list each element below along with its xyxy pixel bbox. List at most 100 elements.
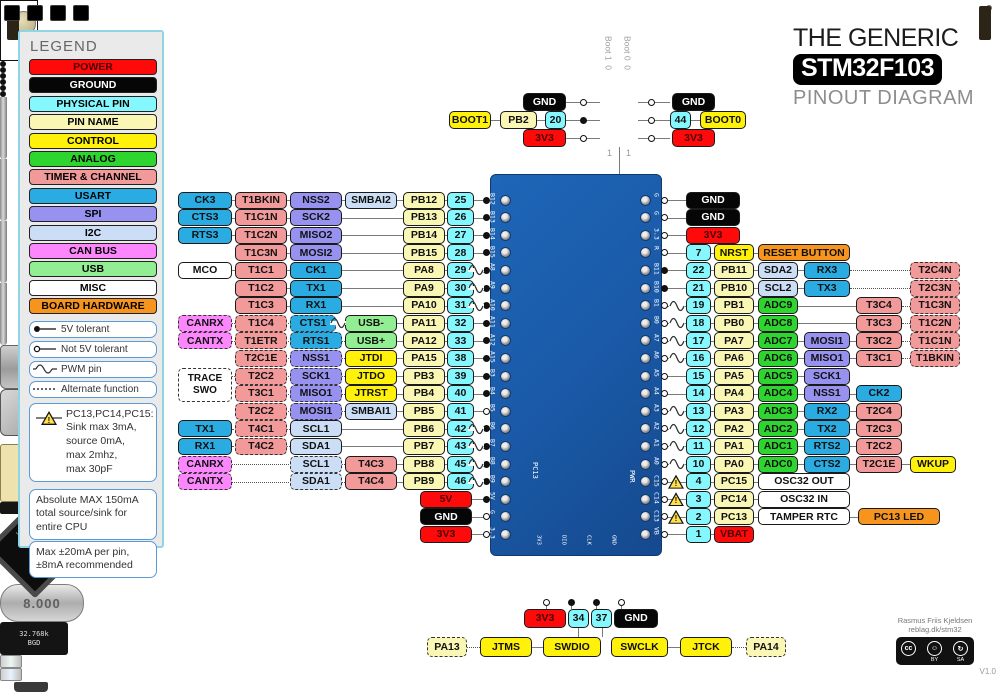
pin-hole <box>499 264 511 276</box>
not-5v-tolerant-dot <box>660 513 668 521</box>
wire <box>578 628 579 637</box>
silk-label: B11 <box>652 263 661 276</box>
not-5v-tolerant-dot <box>660 390 668 398</box>
box-boot0: BOOT0 <box>700 111 746 129</box>
tolerant-5v-dot <box>482 425 490 433</box>
silk-label: A3 <box>652 404 661 413</box>
pwm-marker <box>33 363 57 375</box>
pwm-icon <box>330 317 346 329</box>
box-nss1: NSS1 <box>290 349 342 367</box>
legend-note-label: Not 5V tolerant <box>61 343 128 355</box>
legend-note-label: 5V tolerant <box>61 323 110 335</box>
not-5v-tolerant-dot <box>660 478 668 486</box>
silk-debug-label: 3V3 <box>535 535 542 545</box>
pin-hole <box>639 423 651 435</box>
silk-label: A15 <box>488 351 497 364</box>
box-t4c4: T4C4 <box>345 473 397 491</box>
box-3: 3 <box>686 490 711 508</box>
box-t3c2: T3C2 <box>856 332 902 350</box>
box-tx1: TX1 <box>290 279 342 297</box>
tolerant-5v-dot <box>482 337 490 345</box>
silk-label: A11 <box>488 316 497 328</box>
pwm-icon <box>468 300 484 312</box>
box-pb0: PB0 <box>714 314 754 332</box>
wire <box>902 358 910 360</box>
box-t2c1e: T2C1E <box>235 349 287 367</box>
box-34: 34 <box>568 609 589 628</box>
box-rts3: RTS3 <box>178 226 232 244</box>
box-pa2: PA2 <box>714 420 754 438</box>
tolerant-5v-dot <box>482 266 490 274</box>
silk-debug-label: GND <box>610 535 617 545</box>
box-pb9: PB9 <box>403 473 445 491</box>
warning-exclamation: ! <box>674 513 678 523</box>
box-t1c1n: T1C1N <box>235 209 287 227</box>
silk-label: G <box>488 509 497 514</box>
box-t2c4n: T2C4N <box>910 261 960 279</box>
box-gnd: GND <box>523 93 566 111</box>
box-vbat: VBAT <box>714 525 754 543</box>
pin-hole <box>639 282 651 294</box>
wire <box>566 120 580 121</box>
box-37: 37 <box>591 609 612 628</box>
box-t3c4: T3C4 <box>856 297 902 315</box>
warning-icon: ! <box>668 474 684 489</box>
box-t2c3: T2C3 <box>856 420 902 438</box>
legend-swatch-control: CONTROL <box>29 132 157 149</box>
pin-hole <box>639 264 651 276</box>
box-t2c2: T2C2 <box>235 402 287 420</box>
box-17: 17 <box>686 332 711 350</box>
legend-note-5v-tolerant: 5V tolerant <box>29 320 157 338</box>
box-t1c4: T1C4 <box>235 314 287 332</box>
box-4: 4 <box>686 473 711 491</box>
title-chip-name: STM32F103 <box>793 54 943 85</box>
warning-icon: ! <box>668 492 684 507</box>
silk-label: 5V <box>488 492 497 501</box>
cc-sa-label: SA <box>956 657 965 663</box>
box-t1bkin: T1BKIN <box>910 349 960 367</box>
box-ck1: CK1 <box>290 261 342 279</box>
credit-name: Rasmus Friis Kjeldsen <box>897 616 973 625</box>
box-3v3: 3V3 <box>420 525 472 543</box>
box-t1c3n: T1C3N <box>910 297 960 315</box>
box-gnd: GND <box>686 191 740 209</box>
box-pa4: PA4 <box>714 385 754 403</box>
tolerant-5v-dot <box>482 231 490 239</box>
box-t1c2n: T1C2N <box>910 314 960 332</box>
box-miso1: MISO1 <box>290 385 342 403</box>
silk-label: A5 <box>652 369 661 377</box>
warning-triangle-fill <box>670 494 682 506</box>
credit-site: reblag.dk/stm32 <box>908 625 962 634</box>
silk-label: C15 <box>652 474 661 487</box>
legend-swatch-can-bus: CAN BUS <box>29 243 157 259</box>
box-pa10: PA10 <box>403 297 445 315</box>
wire <box>621 606 622 609</box>
silk-label: B15 <box>488 245 497 258</box>
box-smbai2: SMBAI2 <box>345 191 397 209</box>
box-pa14: PA14 <box>746 637 786 657</box>
not-5v-tolerant-dot <box>660 407 668 415</box>
pin-hole <box>499 511 511 523</box>
silk-label: A7 <box>652 333 661 342</box>
wire <box>638 120 648 121</box>
wire <box>546 606 547 609</box>
tolerant-5v-dot <box>593 598 600 606</box>
box-gnd: GND <box>614 609 658 628</box>
pin-hole <box>639 247 651 259</box>
tolerant-5v-dot <box>482 249 490 257</box>
box-3v3: 3V3 <box>686 226 740 244</box>
debug-header-pin <box>50 5 66 21</box>
silk-label: C14 <box>652 492 661 504</box>
pin-hole <box>639 370 651 382</box>
wire <box>850 288 910 289</box>
legend-swatch-power: POWER <box>29 59 157 75</box>
box-swdio: SWDIO <box>543 637 601 657</box>
box-pb5: PB5 <box>403 402 445 420</box>
box-1: 1 <box>686 525 711 543</box>
box-cts2: CTS2 <box>804 455 850 473</box>
not-5v-tolerant-dot <box>660 495 668 503</box>
debug-header-pin <box>4 5 20 21</box>
warning-icon: ! <box>668 509 684 524</box>
tolerant-5v-dot <box>482 214 490 222</box>
box-t1c3: T1C3 <box>235 297 287 315</box>
